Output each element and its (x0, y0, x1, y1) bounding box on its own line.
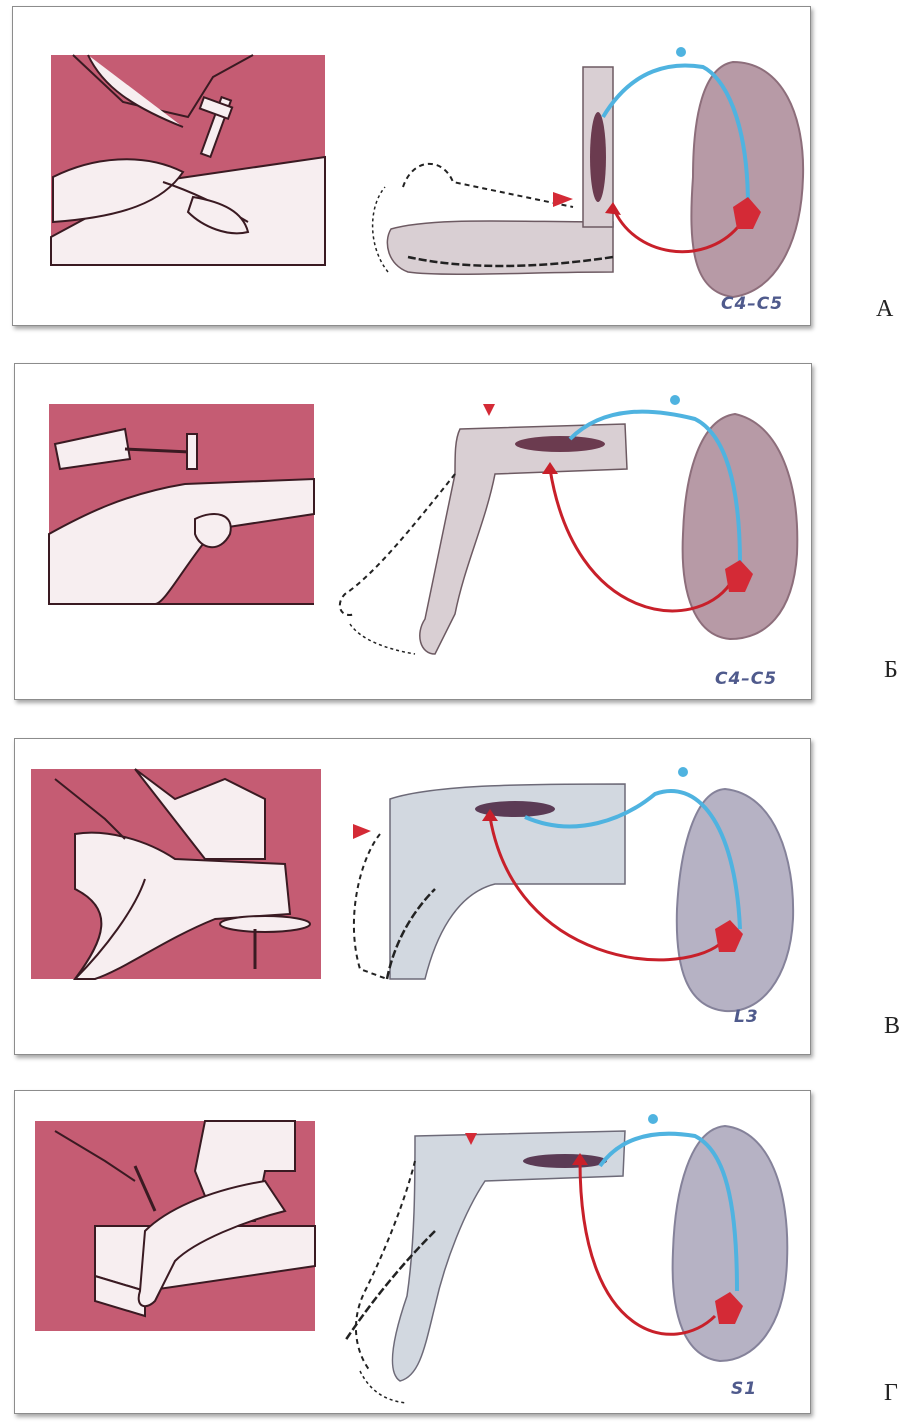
exam-illustration-d (35, 1121, 315, 1331)
panel-d: S1 Г (0, 1080, 912, 1423)
panel-c: L3 В (0, 728, 912, 1068)
segment-label-a: C4–C5 (721, 294, 783, 314)
anatomy-diagram-a (373, 47, 804, 297)
segment-label-c: L3 (734, 1007, 759, 1027)
panel-b-frame: C4–C5 (14, 363, 812, 700)
segment-label-b: C4–C5 (715, 669, 777, 689)
segment-label-d: S1 (731, 1379, 757, 1399)
exam-illustration-b (49, 404, 314, 604)
panel-letter-b: Б (884, 657, 898, 684)
panel-letter-c: В (884, 1013, 900, 1040)
panel-a-frame: C4–C5 (12, 6, 811, 326)
exam-illustration-c (31, 769, 321, 979)
anatomy-diagram-c (353, 767, 793, 1011)
exam-illustration-a (51, 55, 325, 265)
panel-letter-d: Г (884, 1380, 898, 1407)
panel-d-frame: S1 (14, 1090, 811, 1414)
panel-b: C4–C5 Б (0, 355, 912, 710)
anatomy-diagram-b (340, 395, 797, 654)
panel-letter-a: А (876, 296, 893, 323)
panel-c-frame: L3 (14, 738, 811, 1055)
anatomy-diagram-d (345, 1114, 787, 1403)
panel-a: C4–C5 А (0, 0, 912, 340)
